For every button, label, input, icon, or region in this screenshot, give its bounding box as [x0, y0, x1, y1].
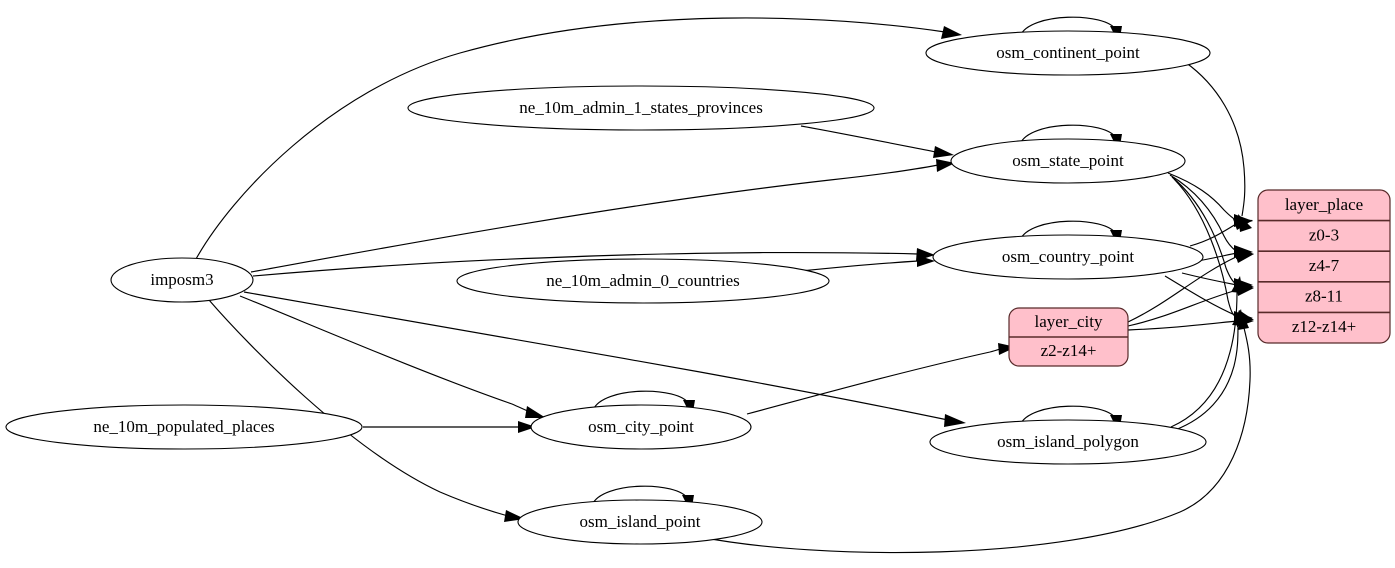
node-imposm3[interactable]: imposm3 [110, 257, 254, 303]
node-ne_10m_admin_1_states_provinces[interactable]: ne_10m_admin_1_states_provinces [407, 85, 875, 131]
edge-layer_city-to-layer_place-z4-7 [1127, 251, 1254, 323]
layer_place-shell [1257, 189, 1391, 344]
layer_city-title: layer_city [1035, 312, 1103, 331]
edge-imposm3-to-osm_state_point [250, 159, 955, 273]
node-label-ne_10m_admin_0_countries: ne_10m_admin_0_countries [546, 271, 740, 290]
edge-imposm3-to-osm_city_point [239, 295, 546, 418]
edge-imposm3-to-osm_continent_point [195, 17, 962, 260]
node-label-osm_continent_point: osm_continent_point [996, 43, 1140, 62]
node-label-imposm3: imposm3 [150, 270, 213, 289]
layer_place-row-z8-11[interactable]: z8-11 [1305, 286, 1343, 305]
edge-ne_10m_admin_0_countries-to-osm_country_point [800, 255, 935, 272]
edge-imposm3-to-osm_island_polygon [243, 291, 966, 427]
node-ne_10m_admin_0_countries[interactable]: ne_10m_admin_0_countries [456, 258, 830, 304]
node-osm_country_point[interactable]: osm_country_point [932, 234, 1204, 280]
node-label-ne_10m_admin_1_states_provinces: ne_10m_admin_1_states_provinces [519, 98, 763, 117]
edge-osm_island_polygon-to-layer_place-z12-z14 [1174, 309, 1244, 431]
node-ne_10m_populated_places[interactable]: ne_10m_populated_places [5, 404, 363, 450]
node-label-osm_island_point: osm_island_point [580, 512, 701, 531]
record-node-layer_place[interactable]: layer_place z0-3 z4-7 z8-11 z12-z14+ [1257, 189, 1391, 344]
edge-ne_10m_populated_places-to-osm_city_point [363, 421, 536, 433]
node-osm_continent_point[interactable]: osm_continent_point [925, 30, 1211, 76]
layer_place-row-z4-7[interactable]: z4-7 [1309, 256, 1340, 275]
node-label-osm_state_point: osm_state_point [1012, 151, 1124, 170]
node-osm_island_polygon[interactable]: osm_island_polygon [929, 419, 1207, 465]
node-label-osm_city_point: osm_city_point [588, 417, 694, 436]
layer_place-row-z12-z14[interactable]: z12-z14+ [1292, 317, 1356, 336]
edge-osm_city_point-to-layer_city-z2-z14 [746, 343, 1016, 415]
edge-osm_island_polygon-to-layer_place-z8-11 [1170, 276, 1243, 428]
layer_place-title: layer_place [1285, 195, 1363, 214]
edge-osm_island_point-to-layer_place-z12-z14 [699, 312, 1251, 554]
layer_city-row-z2-z14[interactable]: z2-z14+ [1041, 341, 1097, 360]
node-label-osm_country_point: osm_country_point [1002, 247, 1134, 266]
edge-osm_country_point-to-layer_place-z0-3 [1189, 219, 1253, 247]
edge-ne_10m_admin_1_states_provinces-to-osm_state_point [800, 125, 954, 158]
record-node-layer_city[interactable]: layer_city z2-z14+ [1008, 307, 1129, 367]
node-osm_island_point[interactable]: osm_island_point [517, 499, 763, 545]
node-osm_city_point[interactable]: osm_city_point [530, 404, 752, 450]
node-label-ne_10m_populated_places: ne_10m_populated_places [93, 417, 274, 436]
node-layer: imposm3 ne_10m_admin_1_states_provinces … [5, 30, 1211, 545]
node-osm_state_point[interactable]: osm_state_point [950, 138, 1186, 184]
node-label-osm_island_polygon: osm_island_polygon [997, 432, 1139, 451]
edge-osm_state_point-to-layer_place-z0-3 [1167, 172, 1253, 227]
layer_place-row-z0-3[interactable]: z0-3 [1309, 225, 1339, 244]
